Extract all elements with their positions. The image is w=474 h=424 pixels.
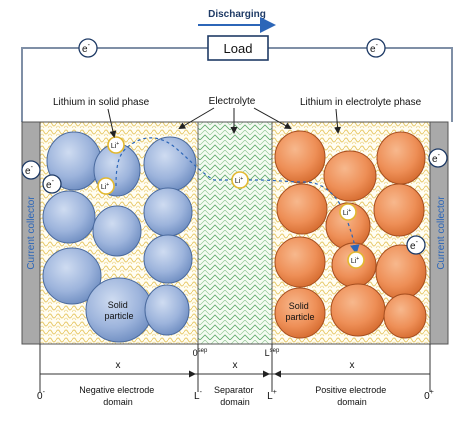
lithium-ion-positive-1: Li+ [339,203,357,221]
wire-electron-right: e- [366,38,386,58]
separator-region [198,122,272,344]
negative-particle [143,234,193,284]
right-current-collector [429,121,449,345]
positive-particle [323,150,377,202]
lithium-ion-solid-2: Li+ [97,177,115,195]
wire-electron-left: e- [78,38,98,58]
lithium-electrolyte-pointer [334,108,342,134]
svg-text:Li+: Li+ [111,141,119,150]
positive-particle [330,283,386,337]
lithium-ion-positive-2: Li+ [347,251,365,269]
label-L-sep: Lsep [265,348,280,358]
negative-particle [85,277,153,343]
negative-particle [42,247,102,305]
label-L-minus: L- [194,389,203,402]
external-wire [21,47,453,122]
electron-positive-electrode: e- [406,235,426,255]
svg-text:Li+: Li+ [351,256,359,265]
negative-particles [42,131,197,343]
electron-left-collector: e- [21,160,41,180]
electron-negative-electrode: e- [42,174,62,194]
positive-particle [274,236,326,288]
lithium-electrolyte-callout: Lithium in electrolyte phase [300,97,422,108]
label-0-plus: 0+ [424,389,434,402]
svg-text:e-: e- [82,42,91,55]
negative-particle [42,190,96,244]
discharging-label: Discharging [208,9,266,20]
negative-particle [144,284,190,336]
svg-text:Li+: Li+ [235,176,243,185]
load-label: Load [224,41,253,56]
label-0-minus: 0- [37,389,46,402]
load-box [207,35,269,61]
lithium-solid-callout: Lithium in solid phase [53,97,150,108]
electrolyte-pointer-right [253,107,292,129]
positive-particle [274,287,326,339]
svg-text:e-: e- [370,42,379,55]
negative-domain-label: Negative electrode domain [79,385,157,407]
x-label-negative: x [116,360,121,371]
lithium-solid-pointer [107,108,117,138]
negative-particle [92,205,142,257]
positive-particles [274,130,427,339]
positive-particle [383,293,427,339]
negative-particle [143,187,193,237]
label-L-plus: L+ [267,389,277,402]
svg-text:e-: e- [410,239,419,252]
label-0-sep: 0sep [193,348,208,358]
electrolyte-callout: Electrolyte [209,96,256,107]
svg-text:e-: e- [25,164,34,177]
positive-particle [274,130,326,184]
svg-text:e-: e- [432,152,441,165]
svg-text:Li+: Li+ [343,208,351,217]
positive-particle [276,183,328,235]
right-collector-label: Current collector [436,196,447,270]
positive-solid-particle-label: Solid particle [285,301,314,322]
negative-solid-particle-label: Solid particle [104,300,133,321]
electron-right-collector: e- [428,148,448,168]
x-label-positive: x [350,360,355,371]
positive-particle [373,183,425,237]
left-collector-label: Current collector [26,196,37,270]
positive-domain-label: Positive electrode domain [315,385,389,407]
separator-domain-label: Separator domain [214,385,256,407]
lithium-ion-electrolyte: Li+ [231,171,249,189]
svg-text:e-: e- [46,178,55,191]
electrolyte-pointer-left [178,107,215,130]
negative-particle [143,136,197,192]
x-label-separator: x [233,360,238,371]
lithium-ion-solid-1: Li+ [107,136,125,154]
positive-particle [376,131,426,185]
svg-text:Li+: Li+ [101,182,109,191]
